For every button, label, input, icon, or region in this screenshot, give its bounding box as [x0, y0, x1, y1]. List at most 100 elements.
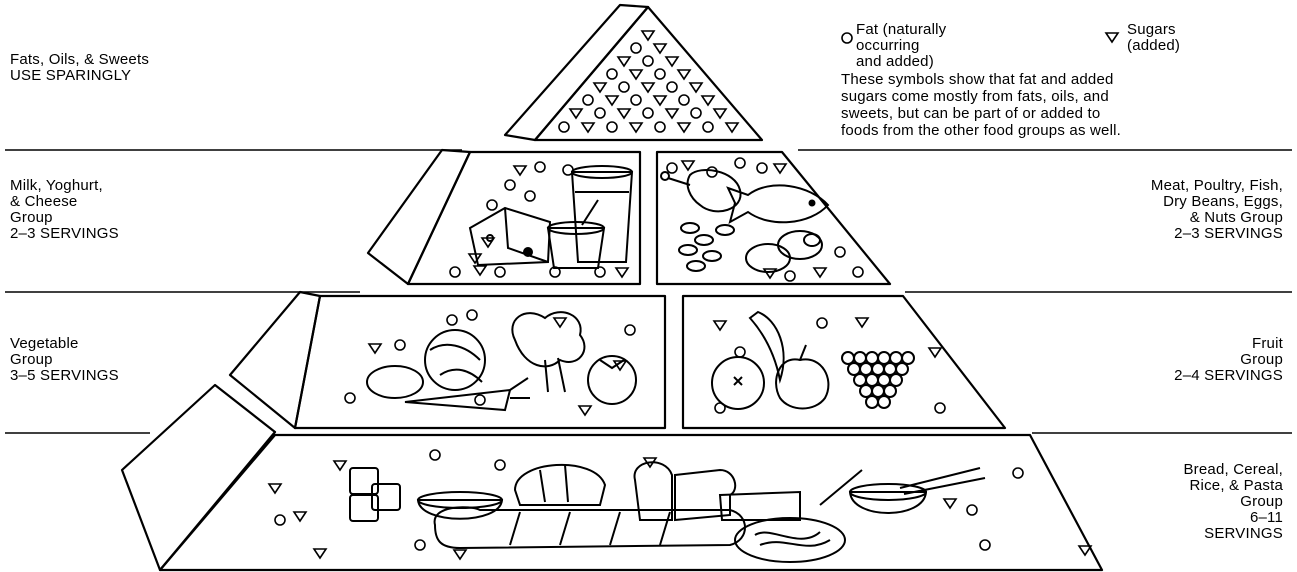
- label-vegetable-group: Vegetable Group 3–5 SERVINGS: [10, 336, 119, 384]
- sugar-triangle-icon: [666, 57, 678, 66]
- legend-note: These symbols show that fat and added su…: [841, 71, 1121, 139]
- legend-sugar-line: Sugars: [1127, 22, 1180, 38]
- grape-icon: [878, 352, 890, 364]
- sugar-triangle-icon: [678, 70, 690, 79]
- fat-circle-icon: [707, 167, 717, 177]
- pasta-plate-illustration: [735, 518, 845, 562]
- label-line: Group: [10, 210, 119, 226]
- fat-circle-icon: [495, 460, 505, 470]
- yoghurt-cup-illustration: [548, 200, 604, 268]
- sugar-triangle-icon: [682, 161, 694, 170]
- legend-fat-line: occurring: [856, 38, 946, 54]
- fat-circle-icon: [525, 191, 535, 201]
- fat-circle-icon: [595, 108, 605, 118]
- sugar-triangle-icon: [654, 44, 666, 53]
- sugar-triangle-icon: [269, 484, 281, 493]
- fat-circle-icon: [817, 318, 827, 328]
- label-line: 2–3 SERVINGS: [1151, 226, 1283, 242]
- fat-circle-icon: [631, 95, 641, 105]
- sugar-triangle-icon: [1079, 546, 1091, 555]
- fat-circle-icon: [607, 69, 617, 79]
- grape-icon: [890, 352, 902, 364]
- label-line: 3–5 SERVINGS: [10, 368, 119, 384]
- sugar-triangle-icon: [929, 348, 941, 357]
- fat-circle-icon: [275, 515, 285, 525]
- fat-circle-icon: [607, 122, 617, 132]
- legend-note-line: These symbols show that fat and added: [841, 71, 1121, 88]
- sugar-triangle-icon: [666, 109, 678, 118]
- sugar-triangle-icon: [690, 83, 702, 92]
- fat-circle-icon: [735, 158, 745, 168]
- label-line: Rice, & Pasta: [1183, 478, 1283, 494]
- rice-bowl-chopsticks-illustration: [850, 468, 985, 513]
- fat-circle-icon: [631, 43, 641, 53]
- fat-circle-icon: [505, 180, 515, 190]
- label-line: Group: [1183, 494, 1283, 510]
- grape-icon: [884, 385, 896, 397]
- label-line: 6–11: [1183, 510, 1283, 526]
- sugar-triangle-icon: [856, 318, 868, 327]
- cheese-illustration: [470, 208, 550, 265]
- label-bread-group: Bread, Cereal, Rice, & Pasta Group 6–11 …: [1183, 462, 1283, 542]
- legend-sugar-label: Sugars (added): [1127, 22, 1180, 54]
- sugar-triangle-icon: [642, 83, 654, 92]
- fat-circle-icon: [625, 325, 635, 335]
- sugar-triangle-icon: [554, 318, 566, 327]
- grape-icon: [878, 374, 890, 386]
- grape-icon: [878, 396, 890, 408]
- fat-circle-icon: [655, 122, 665, 132]
- sugar-triangle-icon: [616, 268, 628, 277]
- label-line: & Nuts Group: [1151, 210, 1283, 226]
- fat-circle-icon: [691, 108, 701, 118]
- fat-circle-icon: [450, 267, 460, 277]
- fat-circle-icon: [619, 82, 629, 92]
- grape-icon: [872, 385, 884, 397]
- fat-circle-icon: [785, 271, 795, 281]
- tomato-illustration: [588, 356, 636, 404]
- broccoli-illustration: [512, 312, 584, 392]
- pyramid-side-milk: [368, 150, 470, 284]
- label-milk-group: Milk, Yoghurt, & Cheese Group 2–3 SERVIN…: [10, 178, 119, 242]
- sugar-triangle-icon: [714, 321, 726, 330]
- sugar-triangle-icon: [474, 266, 486, 275]
- fat-circle-icon: [853, 267, 863, 277]
- potato-illustration: [367, 366, 423, 398]
- tier-meat-panel: [657, 152, 890, 284]
- label-line: Group: [10, 352, 119, 368]
- fat-circle-icon: [583, 95, 593, 105]
- label-line: Meat, Poultry, Fish,: [1151, 178, 1283, 194]
- sugar-triangle-icon: [314, 549, 326, 558]
- fat-circle-icon: [835, 247, 845, 257]
- grape-icon: [854, 352, 866, 364]
- beans-nuts-illustration: [679, 223, 734, 271]
- tier-fats-panel: [535, 7, 762, 140]
- grape-icon: [890, 374, 902, 386]
- fat-circle-icon: [495, 267, 505, 277]
- grape-icon: [896, 363, 908, 375]
- label-line: 2–3 SERVINGS: [10, 226, 119, 242]
- sugar-triangle-icon: [642, 31, 654, 40]
- label-meat-group: Meat, Poultry, Fish, Dry Beans, Eggs, & …: [1151, 178, 1283, 242]
- sugar-triangle-icon: [630, 70, 642, 79]
- sugar-triangle-icon: [334, 461, 346, 470]
- pyramid-side-bread: [122, 385, 275, 570]
- legend-note-line: sugars come mostly from fats, oils, and: [841, 88, 1121, 105]
- sugar-triangle-icon: [714, 109, 726, 118]
- sliced-bread-illustration: [635, 462, 800, 520]
- grape-icon: [884, 363, 896, 375]
- sugar-triangle-icon: [702, 96, 714, 105]
- fat-circle-icon: [667, 163, 677, 173]
- fat-circle-icon: [415, 540, 425, 550]
- fat-circle-icon: [667, 82, 677, 92]
- sugar-triangle-icon: [654, 96, 666, 105]
- fat-circle-icon: [967, 505, 977, 515]
- sugar-triangle-icon: [774, 164, 786, 173]
- sugar-triangle-icon: [594, 83, 606, 92]
- sugar-triangle-icon: [582, 123, 594, 132]
- fat-circle-icon: [980, 540, 990, 550]
- sugar-triangle-icon: [726, 123, 738, 132]
- sugar-triangle-icon: [618, 57, 630, 66]
- cabbage-illustration: [425, 330, 485, 390]
- sugar-triangle-icon: [294, 512, 306, 521]
- grape-icon: [848, 363, 860, 375]
